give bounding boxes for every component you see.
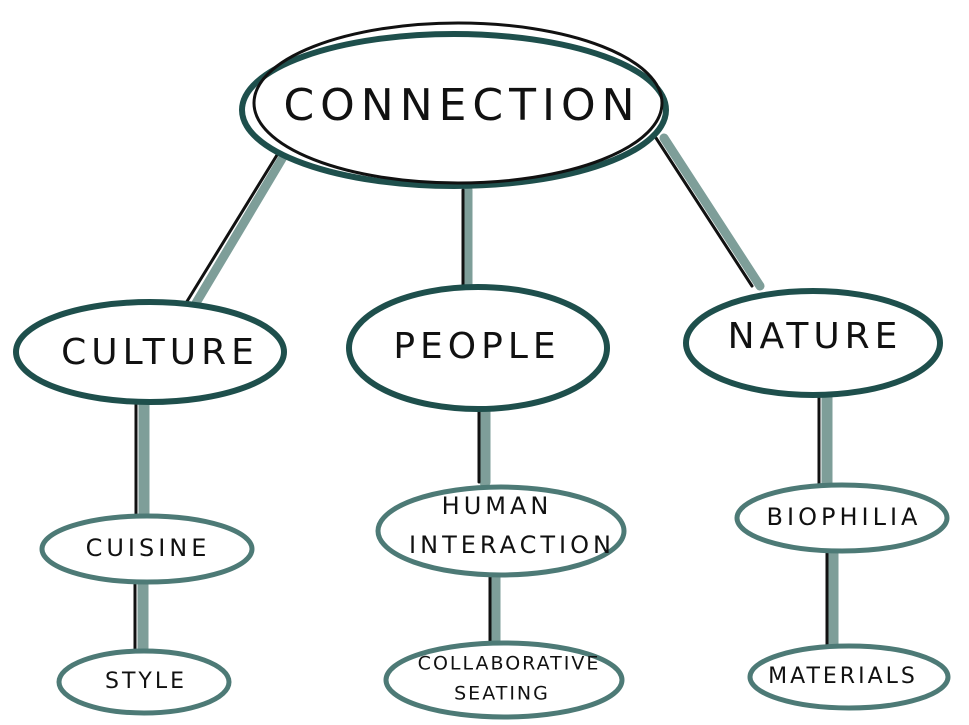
node-people: PEOPLE — [346, 284, 610, 412]
edge-connection-people — [461, 185, 473, 293]
node-style: STYLE — [56, 648, 232, 716]
node-biophilia-label: BIOPHILIA — [767, 503, 922, 531]
node-culture-label: CULTURE — [61, 332, 259, 373]
node-nature: NATURE — [683, 288, 943, 398]
edge-connection-nature — [654, 133, 765, 291]
edge-culture-cuisine — [134, 396, 150, 526]
node-materials-label: MATERIALS — [768, 664, 918, 689]
node-collaborative-seating-label-line1: COLLABORATIVE — [418, 653, 601, 675]
node-cuisine: CUISINE — [39, 513, 255, 585]
node-human-interaction-label-line1: HUMAN — [442, 492, 553, 520]
node-nature-label: NATURE — [728, 316, 903, 357]
node-collaborative-seating: COLLABORATIVE SEATING — [383, 640, 625, 720]
node-collaborative-seating-label-line2: SEATING — [454, 683, 550, 705]
node-human-interaction-label-line2: INTERACTION — [409, 531, 615, 559]
node-culture: CULTURE — [13, 299, 287, 405]
edge-human-interaction-collaborative-seating — [488, 566, 501, 651]
node-materials: MATERIALS — [747, 643, 951, 711]
node-human-interaction: HUMAN INTERACTION — [375, 484, 627, 578]
connectors — [133, 133, 839, 662]
edge-cuisine-style — [133, 574, 149, 662]
node-connection: CONNECTION — [239, 21, 669, 189]
edge-biophilia-materials — [825, 546, 839, 658]
edge-connection-culture — [184, 137, 297, 308]
node-people-label: PEOPLE — [393, 326, 560, 367]
edge-nature-biophilia — [817, 389, 833, 492]
edge-people-human-interaction — [477, 402, 491, 488]
node-style-label: STYLE — [105, 669, 187, 694]
node-biophilia: BIOPHILIA — [734, 482, 950, 554]
node-connection-label: CONNECTION — [283, 80, 640, 131]
node-cuisine-label: CUISINE — [86, 534, 211, 562]
